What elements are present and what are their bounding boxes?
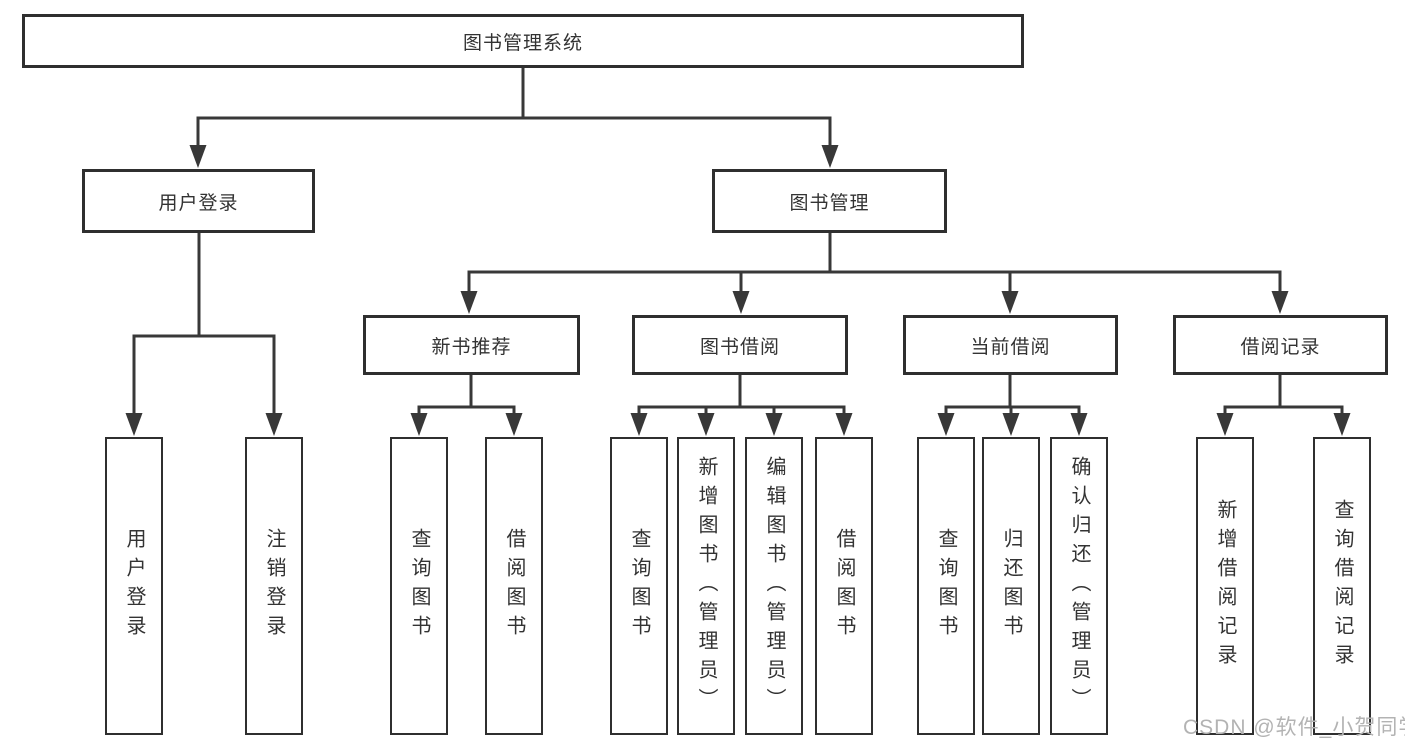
arrowhead-br-query: [1333, 413, 1351, 436]
arrowhead-bb-query: [630, 413, 648, 436]
leaf-label: 归还图书: [1000, 528, 1022, 644]
leaf-label: 新增图书（管理员）: [695, 455, 717, 717]
csdn-watermark: CSDN @软件_小贺同学: [1183, 716, 1405, 739]
arrowhead-bookborrow: [732, 291, 750, 314]
arrowhead-nb-borrow: [505, 413, 523, 436]
leaf-nb-borrow-books: 借阅图书: [485, 437, 543, 735]
arrowhead-currentborrow: [1001, 291, 1019, 314]
arrowhead-leaf-logout: [265, 413, 283, 436]
leaf-label: 查询图书: [408, 528, 430, 644]
leaf-br-query-record: 查询借阅记录: [1313, 437, 1371, 735]
node-book-management: 图书管理: [712, 169, 947, 233]
leaf-cb-confirm-return-admin: 确认归还（管理员）: [1050, 437, 1108, 735]
leaf-cb-query-books: 查询图书: [917, 437, 975, 735]
node-book-borrow: 图书借阅: [632, 315, 848, 375]
leaf-bb-borrow-books: 借阅图书: [815, 437, 873, 735]
node-label: 图书借阅: [699, 336, 780, 358]
arrowhead-book-mgmt: [821, 145, 839, 168]
arrowhead-cb-return: [1002, 413, 1020, 436]
node-label: 图书管理: [789, 192, 870, 214]
arrowhead-newbook: [460, 291, 478, 314]
node-user-login: 用户登录: [82, 169, 315, 233]
arrowhead-bb-edit: [765, 413, 783, 436]
arrowhead-br-add: [1216, 413, 1234, 436]
node-new-book-recommend: 新书推荐: [363, 315, 580, 375]
node-borrow-records: 借阅记录: [1173, 315, 1388, 375]
node-current-borrow: 当前借阅: [903, 315, 1118, 375]
node-label: 当前借阅: [970, 336, 1051, 358]
arrowhead-cb-confirm: [1070, 413, 1088, 436]
arrowhead-user-login: [189, 145, 207, 168]
leaf-bb-add-books-admin: 新增图书（管理员）: [677, 437, 735, 735]
node-label: 新书推荐: [431, 336, 512, 358]
leaf-label: 查询借阅记录: [1331, 499, 1353, 673]
leaf-label: 编辑图书（管理员）: [763, 455, 785, 717]
node-label: 图书管理系统: [462, 32, 583, 54]
leaf-logout: 注销登录: [245, 437, 303, 735]
leaf-label: 借阅图书: [503, 528, 525, 644]
leaf-label: 确认归还（管理员）: [1068, 455, 1090, 717]
leaf-label: 查询图书: [628, 528, 650, 644]
leaf-label: 用户登录: [123, 528, 145, 644]
leaf-bb-query-books: 查询图书: [610, 437, 668, 735]
node-library-management-system: 图书管理系统: [22, 14, 1024, 68]
arrowhead-bb-add: [697, 413, 715, 436]
leaf-user-login: 用户登录: [105, 437, 163, 735]
leaf-cb-return-books: 归还图书: [982, 437, 1040, 735]
arrowhead-leaf-login: [125, 413, 143, 436]
leaf-label: 注销登录: [263, 528, 285, 644]
arrowhead-borrowrecords: [1271, 291, 1289, 314]
node-label: 借阅记录: [1240, 336, 1321, 358]
leaf-bb-edit-books-admin: 编辑图书（管理员）: [745, 437, 803, 735]
arrowhead-bb-borrow: [835, 413, 853, 436]
leaf-nb-query-books: 查询图书: [390, 437, 448, 735]
leaf-label: 借阅图书: [833, 528, 855, 644]
arrowhead-cb-query: [937, 413, 955, 436]
leaf-br-add-record: 新增借阅记录: [1196, 437, 1254, 735]
arrowhead-nb-query: [410, 413, 428, 436]
leaf-label: 查询图书: [935, 528, 957, 644]
node-label: 用户登录: [158, 192, 239, 214]
leaf-label: 新增借阅记录: [1214, 499, 1236, 673]
